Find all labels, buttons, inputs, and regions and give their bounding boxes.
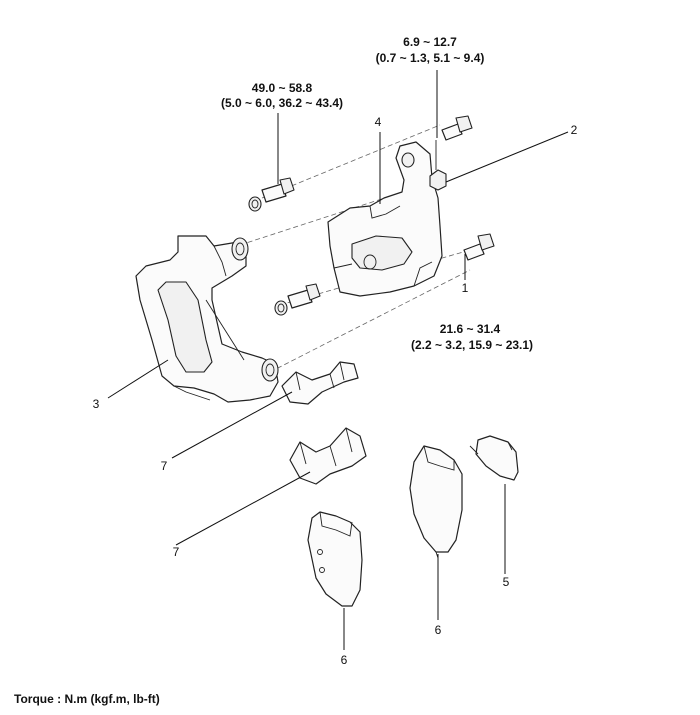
item-label-6-left: 6 <box>341 653 348 667</box>
bleeder-torque-alt: (0.7 ~ 1.3, 5.1 ~ 9.4) <box>376 51 485 65</box>
item-label-1: 1 <box>462 281 469 295</box>
guide-bolt-torque-alt: (2.2 ~ 3.2, 15.9 ~ 23.1) <box>411 338 533 352</box>
guide-bolt-upper <box>441 115 473 141</box>
item-label-7-upper: 7 <box>161 459 168 473</box>
guide-bolt-lower <box>463 233 495 261</box>
bracket-bolt-torque-nm: 49.0 ~ 58.8 <box>252 81 313 95</box>
brake-pad-right <box>409 445 463 559</box>
item-label-7-lower: 7 <box>173 545 180 559</box>
torque-unit-note: Torque : N.m (kgf.m, lb-ft) <box>14 692 160 706</box>
pad-retainer-lower <box>289 427 367 485</box>
caliper-bracket <box>135 235 279 403</box>
pad-retainer-upper <box>281 361 359 405</box>
bleeder-torque-nm: 6.9 ~ 12.7 <box>403 35 457 49</box>
item-label-4: 4 <box>375 115 382 129</box>
leader-lines <box>107 70 569 650</box>
item-label-3: 3 <box>93 397 100 411</box>
guide-bolt-torque-nm: 21.6 ~ 31.4 <box>440 322 501 336</box>
bleeder-screw <box>429 140 447 191</box>
item-label-5: 5 <box>503 575 510 589</box>
item-label-6-right: 6 <box>435 623 442 637</box>
bracket-bolt-torque-alt: (5.0 ~ 6.0, 36.2 ~ 43.4) <box>221 96 343 110</box>
bracket-bolt-lower <box>274 283 321 316</box>
bracket-bolt-upper <box>248 177 295 212</box>
item-label-2: 2 <box>571 123 578 137</box>
pad-shim <box>469 435 519 481</box>
caliper-housing <box>327 141 443 297</box>
brake-pad-left <box>307 511 363 607</box>
